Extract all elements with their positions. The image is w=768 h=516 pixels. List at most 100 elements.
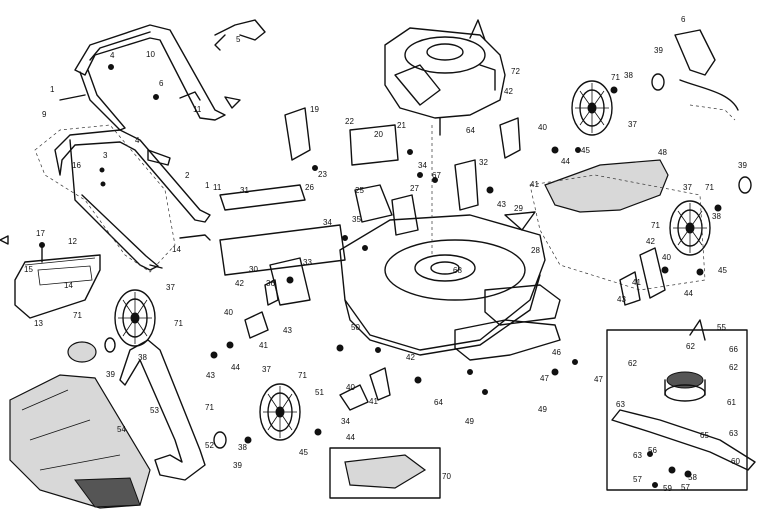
control-detail-inset (674, 29, 739, 121)
callout-28: 28 (531, 246, 540, 255)
height-adjuster-rear (339, 367, 391, 411)
callout-58: 58 (688, 473, 697, 482)
callout-29: 29 (514, 204, 523, 213)
callout-43-1: 43 (283, 326, 292, 335)
callout-71-4: 71 (705, 183, 714, 192)
callout-38-3: 38 (624, 71, 633, 80)
callout-63-1: 63 (616, 400, 625, 409)
callout-62-2: 62 (686, 342, 695, 351)
callout-26: 26 (305, 183, 314, 192)
tab-29 (504, 211, 536, 231)
callout-19: 19 (310, 105, 319, 114)
callout-40-1: 40 (224, 308, 233, 317)
callout-36: 36 (266, 279, 275, 288)
handle-hardware (59, 64, 241, 269)
callout-44-3: 44 (561, 157, 570, 166)
callout-14-2: 14 (172, 245, 181, 254)
callout-63-2: 63 (729, 429, 738, 438)
callout-22: 22 (345, 117, 354, 126)
callout-16: 16 (72, 161, 81, 170)
callout-42-3: 42 (504, 87, 513, 96)
left-arrow-marker (0, 235, 9, 245)
callout-40-2: 40 (346, 383, 355, 392)
callout-48: 48 (658, 148, 667, 157)
callout-25: 25 (355, 186, 364, 195)
callout-60: 60 (731, 457, 740, 466)
callout-65: 65 (700, 431, 709, 440)
callout-34-3: 34 (341, 417, 350, 426)
callout-34-1: 34 (323, 218, 332, 227)
callout-43-2: 43 (206, 371, 215, 380)
callout-6-2: 6 (681, 15, 686, 24)
cable-brackets (284, 107, 479, 236)
height-adjuster-right (499, 117, 666, 306)
callout-3: 3 (103, 151, 108, 160)
rear-axle-bracket (219, 184, 346, 306)
callout-38-4: 38 (712, 212, 721, 221)
callout-64-2: 64 (434, 398, 443, 407)
callout-1-2: 1 (205, 181, 210, 190)
callout-55: 55 (717, 323, 726, 332)
callout-32: 32 (479, 158, 488, 167)
callout-45-3: 45 (718, 266, 727, 275)
callout-4-2: 4 (135, 136, 140, 145)
callout-1-1: 1 (50, 85, 55, 94)
callout-6-1: 6 (159, 79, 164, 88)
callout-11-1: 11 (193, 105, 202, 114)
label-inset-frame (329, 447, 441, 499)
fasteners (210, 86, 722, 444)
callout-10: 10 (146, 50, 155, 59)
left-front-wheel (114, 289, 156, 347)
callout-43-4: 43 (617, 295, 626, 304)
callout-42-4: 42 (646, 237, 655, 246)
callout-38-1: 38 (138, 353, 147, 362)
callout-9: 9 (42, 110, 47, 119)
callout-39-3: 39 (654, 46, 663, 55)
callout-39-2: 39 (233, 461, 242, 470)
callout-labels: 1123445669101111121314141516171920212223… (24, 15, 747, 493)
callout-63-3: 63 (633, 451, 642, 460)
callout-21: 21 (397, 121, 406, 130)
callout-11-2: 11 (213, 183, 222, 192)
callout-64-1: 64 (466, 126, 475, 135)
callout-71-6: 71 (174, 319, 183, 328)
callout-62-1: 62 (628, 359, 637, 368)
front-deflector (454, 319, 561, 361)
blade-inset-frame (606, 329, 748, 491)
callout-15: 15 (24, 265, 33, 274)
callout-71-3: 71 (611, 73, 620, 82)
blade-bolts (647, 451, 692, 488)
callout-31: 31 (240, 186, 249, 195)
callout-71-7: 71 (298, 371, 307, 380)
callout-50: 50 (351, 323, 360, 332)
callout-33: 33 (303, 258, 312, 267)
wheel-cap (67, 341, 97, 363)
callout-56: 56 (648, 446, 657, 455)
deck-outline-dashed (529, 174, 706, 291)
mulch-plug (344, 454, 427, 489)
callout-47-2: 47 (594, 375, 603, 384)
callout-51: 51 (315, 388, 324, 397)
callout-72: 72 (511, 67, 520, 76)
callout-34-2: 34 (418, 161, 427, 170)
callout-47-1: 47 (540, 374, 549, 383)
callout-57-2: 57 (681, 483, 690, 492)
callout-39-4: 39 (738, 161, 747, 170)
left-rear-wheel (259, 383, 301, 441)
callout-54: 54 (117, 425, 126, 434)
callout-62-3: 62 (729, 363, 738, 372)
callout-49-1: 49 (465, 417, 474, 426)
right-front-wheel (669, 200, 711, 256)
callout-30: 30 (249, 265, 258, 274)
callout-71-5: 71 (651, 221, 660, 230)
callout-37-2: 37 (262, 365, 271, 374)
callout-45-1: 45 (299, 448, 308, 457)
callout-44-2: 44 (346, 433, 355, 442)
callout-4-1: 4 (110, 51, 115, 60)
callout-44-4: 44 (684, 289, 693, 298)
callout-12: 12 (68, 237, 77, 246)
callout-59: 59 (663, 484, 672, 493)
callout-41-3: 41 (530, 180, 539, 189)
mower-deck (339, 214, 546, 356)
